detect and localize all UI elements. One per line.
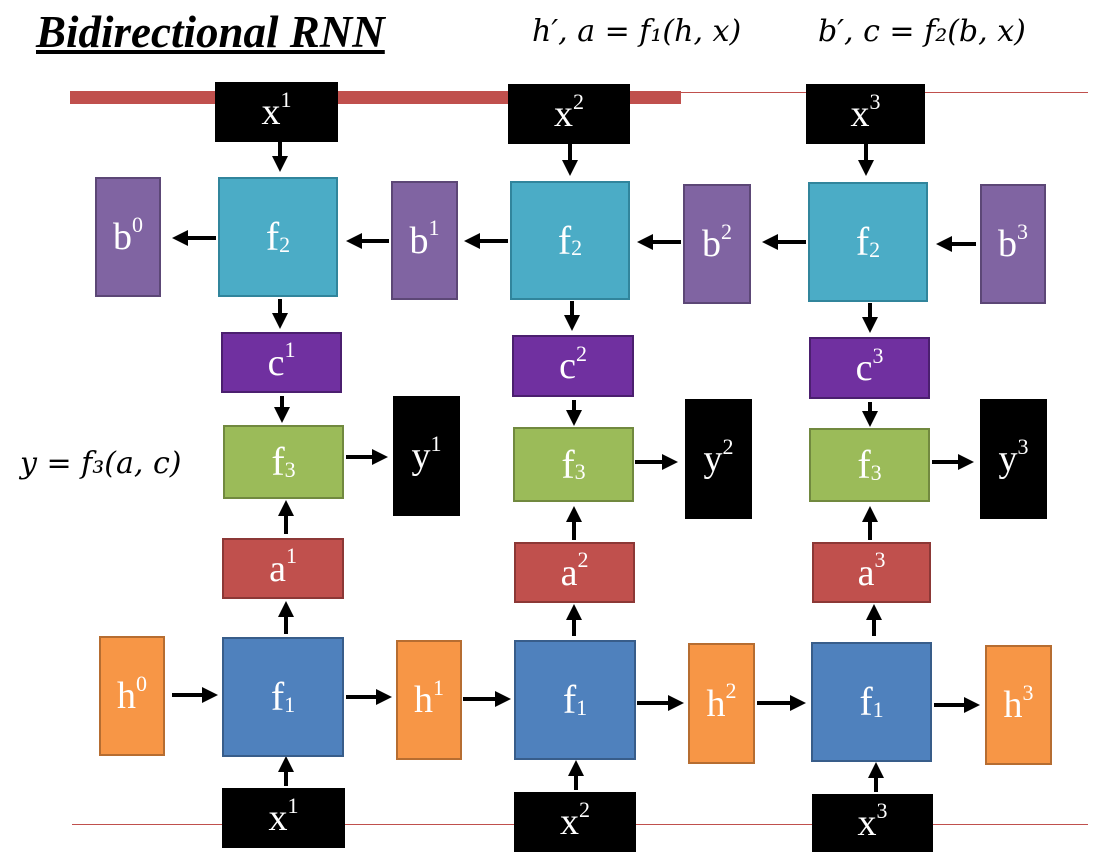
formula-f2: b′, c = f₂(b, x)	[818, 14, 1026, 49]
formula-f3: y = f₃(a, c)	[20, 446, 182, 481]
formula-f1: h′, a = f₁(h, x)	[532, 14, 742, 49]
page-title: Bidirectional RNN	[36, 7, 385, 57]
